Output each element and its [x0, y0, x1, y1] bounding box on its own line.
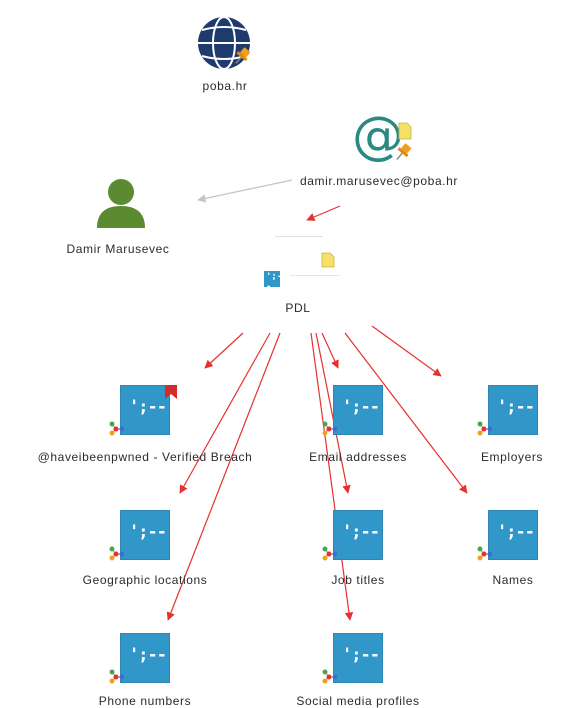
- phrase-tile: ';--: [120, 510, 170, 560]
- globe-icon: [198, 16, 250, 70]
- phrase-tile: ';--: [333, 633, 383, 683]
- result-label-breach: @haveibeenpwned - Verified Breach: [37, 450, 253, 464]
- result-label-email-addresses: Email addresses: [309, 450, 407, 464]
- phrase-tile: ';--: [120, 385, 170, 435]
- link-pdl-to-names: [344, 332, 468, 494]
- person-icon: [97, 179, 145, 228]
- transform-icon[interactable]: ';--: [264, 271, 283, 292]
- domain-node[interactable]: [198, 16, 252, 70]
- phrase-tile: ';--: [333, 510, 383, 560]
- result-label-phone-numbers: Phone numbers: [98, 694, 192, 708]
- pin-icon: [396, 143, 412, 160]
- pin-icon: [235, 47, 251, 64]
- transform-label: PDL: [285, 301, 311, 315]
- link-pdl-to-breach: [204, 332, 244, 369]
- divider-top: [275, 236, 323, 237]
- phrase-tile: ';--: [488, 510, 538, 560]
- flag-icon: [165, 385, 177, 399]
- phrase-tile: ';--: [488, 385, 538, 435]
- at-sign-icon: @: [352, 106, 404, 166]
- graph-badge-icon: [477, 546, 492, 561]
- result-label-geographic-locations: Geographic locations: [82, 573, 208, 587]
- links: [166, 179, 468, 621]
- result-label-job-titles: Job titles: [331, 573, 385, 587]
- document-icon: [321, 252, 335, 268]
- graph-badge-icon: [109, 546, 124, 561]
- result-label-social-media-profiles: Social media profiles: [296, 694, 420, 708]
- document-icon: [398, 122, 412, 140]
- phrase-tile: ';--: [333, 385, 383, 435]
- email-label: damir.marusevec@poba.hr: [299, 174, 459, 188]
- link-pdl-to-jobtitles: [315, 332, 351, 494]
- person-label: Damir Marusevec: [66, 242, 170, 256]
- link-pdl-to-email: [321, 332, 339, 369]
- link-email-to-pdl: [306, 205, 341, 221]
- graph-badge-icon: [322, 421, 337, 436]
- result-label-names: Names: [492, 573, 534, 587]
- link-email-to-person: [197, 179, 293, 203]
- graph-badge-icon: [322, 669, 337, 684]
- phrase-tile: ';--: [120, 633, 170, 683]
- link-pdl-to-employers: [371, 325, 442, 377]
- result-label-employers: Employers: [480, 450, 544, 464]
- person-node[interactable]: [97, 179, 145, 228]
- divider-bottom: [290, 275, 340, 276]
- graph-badge-icon: [109, 421, 124, 436]
- email-node[interactable]: @: [352, 106, 413, 166]
- graph-badge-icon: [477, 421, 492, 436]
- domain-label: poba.hr: [202, 79, 248, 93]
- graph-badge-icon: [322, 546, 337, 561]
- link-pdl-to-geo: [179, 332, 271, 494]
- transform-node[interactable]: [275, 236, 340, 276]
- graph-badge-icon: [109, 669, 124, 684]
- link-pdl-to-social: [310, 332, 354, 621]
- link-pdl-to-phone: [166, 332, 281, 621]
